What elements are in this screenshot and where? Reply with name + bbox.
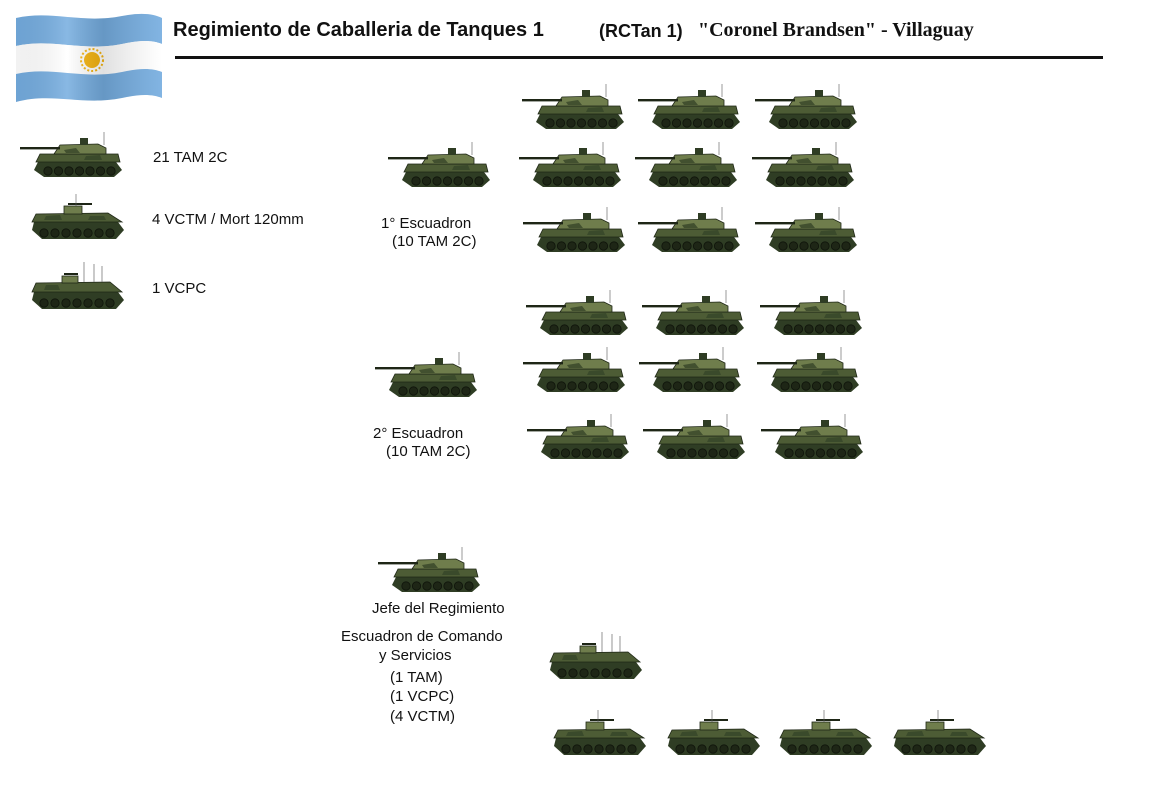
tank-icon — [642, 288, 752, 338]
tank-icon — [639, 345, 749, 395]
legend-vcpc-label: 1 VCPC — [152, 280, 207, 297]
tank-icon — [757, 345, 867, 395]
tank-icon — [752, 140, 862, 190]
command-vehicle-icon — [24, 262, 134, 312]
command-vehicle-icon — [542, 632, 652, 682]
command-item-vcpc: (1 VCPC) — [390, 688, 455, 705]
tank-icon — [20, 130, 130, 180]
tank-icon — [635, 140, 745, 190]
tank-icon — [755, 205, 865, 255]
squadron2-title: 2° Escuadron — [373, 425, 464, 442]
unit-name: "Coronel Brandsen" - Villaguay — [698, 19, 974, 41]
tank-icon — [761, 412, 871, 462]
header-divider — [175, 56, 1103, 59]
tank-icon — [519, 140, 629, 190]
tank-icon — [522, 82, 632, 132]
apc-mortar-icon — [546, 708, 656, 758]
command-squadron-title: Escuadron de Comando — [341, 628, 503, 645]
command-item-tam: (1 TAM) — [390, 669, 443, 686]
tank-icon — [523, 345, 633, 395]
tank-icon — [638, 205, 748, 255]
command-item-vctm: (4 VCTM) — [390, 708, 455, 725]
chief-label: Jefe del Regimiento — [372, 600, 505, 617]
argentina-flag-icon — [12, 10, 164, 106]
tank-icon — [643, 412, 753, 462]
apc-mortar-icon — [24, 192, 134, 242]
tank-icon — [638, 82, 748, 132]
squadron1-title: 1° Escuadron — [381, 215, 472, 232]
regiment-chief-tank-icon — [378, 545, 488, 595]
apc-mortar-icon — [886, 708, 996, 758]
apc-mortar-icon — [772, 708, 882, 758]
squadron1-detail: (10 TAM 2C) — [392, 233, 477, 250]
tank-icon — [523, 205, 633, 255]
squadron-leader-tank-icon — [388, 140, 498, 190]
tank-icon — [527, 412, 637, 462]
legend-tam-label: 21 TAM 2C — [153, 149, 228, 166]
apc-mortar-icon — [660, 708, 770, 758]
unit-code: (RCTan 1) — [599, 21, 683, 41]
tank-icon — [760, 288, 870, 338]
squadron2-detail: (10 TAM 2C) — [386, 443, 471, 460]
tank-icon — [755, 82, 865, 132]
page-title: Regimiento de Caballeria de Tanques 1 — [173, 19, 544, 41]
command-squadron-subtitle: y Servicios — [379, 647, 452, 664]
legend-vctm-label: 4 VCTM / Mort 120mm — [152, 211, 304, 228]
squadron-leader-tank-icon — [375, 350, 485, 400]
tank-icon — [526, 288, 636, 338]
